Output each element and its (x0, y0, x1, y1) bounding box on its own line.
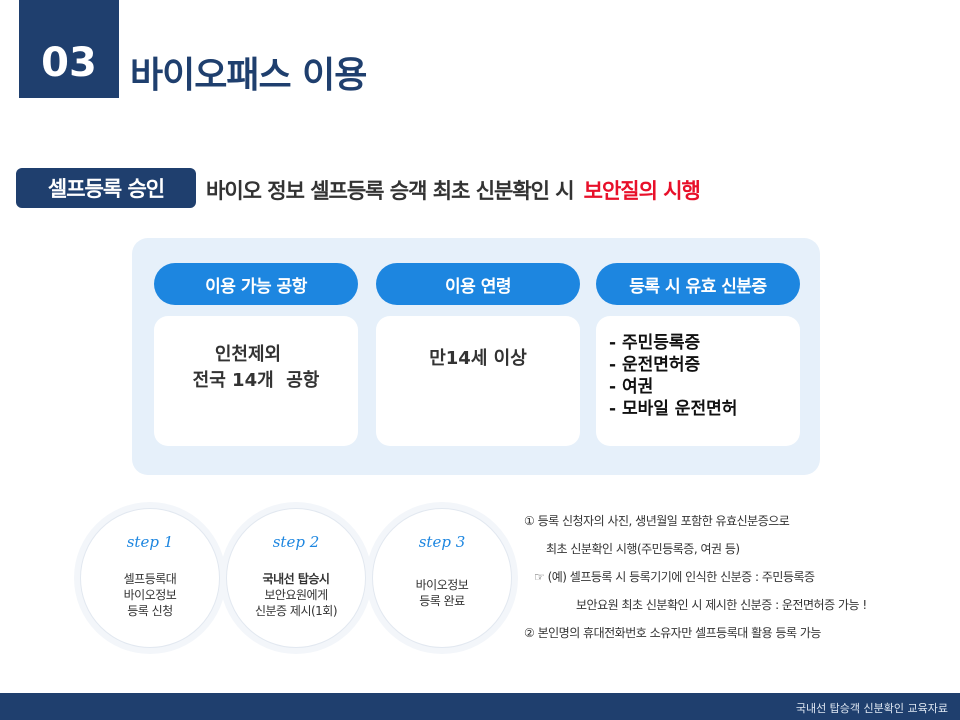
step-3-line: 등록 완료 (419, 594, 465, 608)
headline-highlight: 보안질의 시행 (583, 179, 701, 203)
step-1-label: step 1 (126, 533, 174, 551)
step-2-line: 신분증 제시(1회) (254, 604, 338, 618)
card-age: 만14세 이상 (376, 316, 580, 446)
headline-text: 바이오 정보 셀프등록 승객 최초 신분확인 시 (206, 179, 575, 203)
step-3-label: step 3 (418, 533, 466, 551)
category-age-title: 이용 연령 (376, 263, 580, 305)
step-1-line: 등록 신청 (127, 604, 173, 618)
note-line: ② 본인명의 휴대전화번호 소유자만 셀프등록대 활용 등록 가능 (524, 626, 821, 640)
card-airports-line: 전국 14개 공항 (192, 370, 320, 391)
step-3-line: 바이오정보 (415, 578, 469, 592)
step-1-line: 셀프등록대 (123, 572, 177, 586)
card-airports: 인천제외 전국 14개 공항 (154, 316, 358, 446)
step-2-label: step 2 (272, 533, 320, 551)
step-2-line: 보안요원에게 (264, 588, 328, 602)
note-line: 보안요원 최초 신분확인 시 제시한 신분증 : 운전면허증 가능 ! (576, 598, 867, 612)
step-1-line: 바이오정보 (123, 588, 177, 602)
step-2-line: 국내선 탑승시 (262, 572, 330, 586)
card-id-line: - 모바일 운전면허 (609, 399, 738, 419)
notes: ① 등록 신청자의 사진, 생년월일 포함한 유효신분증으로 최초 신분확인 시… (524, 514, 867, 654)
category-airports-title: 이용 가능 공항 (154, 263, 358, 305)
page-title: 바이오패스 이용 (130, 55, 367, 96)
card-id: - 주민등록증 - 운전면허증 - 여권 - 모바일 운전면허 (596, 316, 800, 446)
card-age-line: 만14세 이상 (429, 348, 527, 369)
section-number: 03 (19, 0, 119, 98)
self-registration-badge: 셀프등록 승인 (16, 168, 196, 208)
note-line: ☞ (예) 셀프등록 시 등록기기에 인식한 신분증 : 주민등록증 (534, 570, 815, 584)
note-line: 최초 신분확인 시행(주민등록증, 여권 등) (546, 542, 740, 556)
card-id-line: - 여권 (609, 377, 654, 397)
category-id-title: 등록 시 유효 신분증 (596, 263, 800, 305)
step-3-circle: step 3 바이오정보 등록 완료 (372, 508, 512, 648)
card-id-line: - 운전면허증 (609, 355, 701, 375)
footer-text: 국내선 탑승객 신분확인 교육자료 (795, 702, 948, 715)
step-2-circle: step 2 국내선 탑승시 보안요원에게 신분증 제시(1회) (226, 508, 366, 648)
card-id-line: - 주민등록증 (609, 333, 701, 353)
step-1-circle: step 1 셀프등록대 바이오정보 등록 신청 (80, 508, 220, 648)
footer-bar: 국내선 탑승객 신분확인 교육자료 (0, 693, 960, 720)
headline: 바이오 정보 셀프등록 승객 최초 신분확인 시 보안질의 시행 (206, 175, 701, 205)
card-airports-line: 인천제외 (214, 344, 282, 365)
note-line: ① 등록 신청자의 사진, 생년월일 포함한 유효신분증으로 (524, 514, 790, 528)
